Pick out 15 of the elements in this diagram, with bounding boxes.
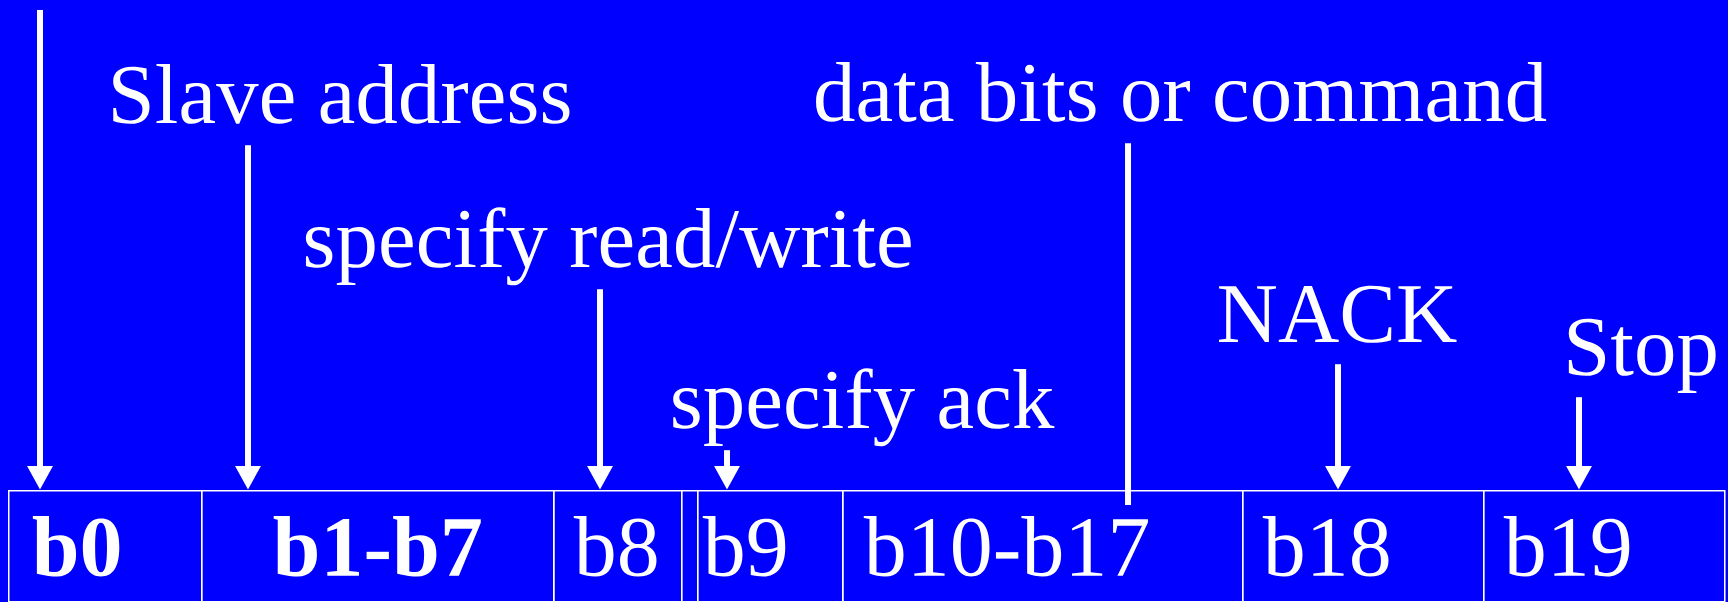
callout-label: NACK: [1219, 285, 1457, 343]
spacer-box: [681, 490, 699, 602]
leader-line: [1125, 143, 1131, 505]
bit-field-box: b0: [8, 490, 203, 602]
callout-label: specify read/write: [305, 207, 911, 286]
bit-field-box: b10-b17: [842, 490, 1244, 602]
callout-label: data bits or command: [816, 62, 1547, 122]
bit-field-box: b19: [1483, 490, 1726, 602]
bit-field-box: b8: [553, 490, 683, 602]
bit-field-box: b18: [1242, 490, 1485, 602]
bit-field-box: b1-b7: [201, 490, 555, 602]
callout-label: specify ack: [673, 368, 1055, 447]
callout-label: Slave address: [113, 64, 570, 124]
bit-field-box: b9: [697, 490, 844, 602]
callout-label: Stop: [1568, 318, 1716, 394]
